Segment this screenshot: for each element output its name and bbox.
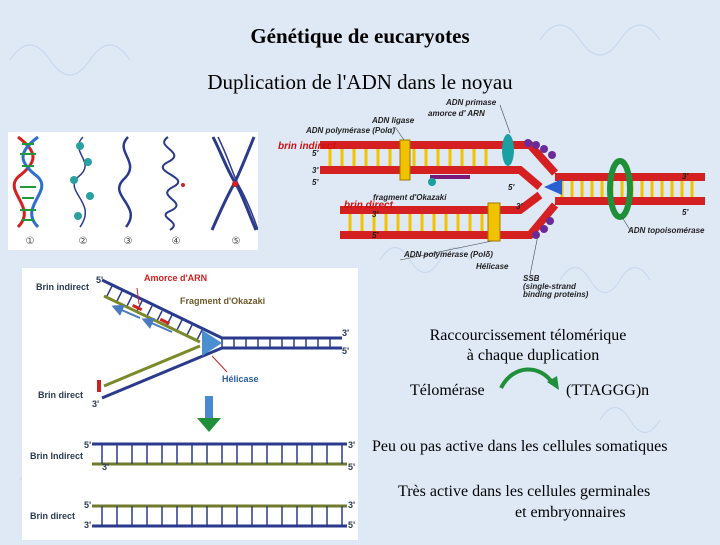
daughter-duplex-direct xyxy=(92,504,347,528)
label-3prime: 3' xyxy=(372,210,379,219)
page-subtitle: Duplication de l'ADN dans le noyau xyxy=(207,70,513,94)
helicase-dot xyxy=(428,178,436,186)
adn-ligase xyxy=(502,134,514,166)
lower-daughter-duplex xyxy=(340,191,559,239)
label-3prime: 3' xyxy=(92,399,100,409)
stage-label: ④ xyxy=(172,236,181,247)
label-brin-indirect-2: Brin Indirect xyxy=(30,451,84,461)
germinal-activity-line2: et embryonnaires xyxy=(515,504,626,521)
somatic-activity: Peu ou pas active dans les cellules soma… xyxy=(372,438,668,455)
label-5prime: 5' xyxy=(348,520,356,530)
label-amorce-arn: amorce d' ARN xyxy=(428,109,485,118)
label-3prime: 3' xyxy=(682,172,689,181)
telomere-repeat: (TTAGGG)n xyxy=(566,382,650,399)
replication-fork-diagram xyxy=(320,104,705,276)
label-adn-primase: ADN primase xyxy=(446,98,497,107)
upper-daughter-duplex xyxy=(320,141,558,191)
label-ssb-desc: binding proteins) xyxy=(523,290,589,299)
label-5prime: 5' xyxy=(96,275,104,285)
label-5prime: 5' xyxy=(508,183,515,192)
label-brin-indirect: Brin indirect xyxy=(36,282,90,292)
okazaki-panel xyxy=(22,268,358,540)
stage-label: ⑤ xyxy=(232,236,241,247)
nucleosomes xyxy=(70,136,94,228)
daughter-duplex-indirect xyxy=(92,442,347,466)
label-adn-ligase: ADN ligase xyxy=(372,116,415,125)
germinal-activity-line1: Très active dans les cellules germinales xyxy=(398,483,651,500)
label-3prime: 3' xyxy=(516,202,523,211)
polymerase-delta xyxy=(487,202,501,242)
topoisomerase xyxy=(607,158,633,220)
centromere-dot xyxy=(181,183,185,187)
label-3prime: 3' xyxy=(348,440,356,450)
chromatin-illustration: ① ② ③ ④ ⑤ xyxy=(12,135,259,247)
stage-label: ③ xyxy=(124,236,133,247)
chromatin-panel: ① ② ③ ④ ⑤ xyxy=(8,132,259,250)
label-brin-direct: brin direct xyxy=(344,200,393,211)
label-3prime: 3' xyxy=(84,520,92,530)
label-5prime: 5' xyxy=(84,440,92,450)
stage-label: ② xyxy=(79,236,88,247)
telomerase-arrow xyxy=(499,367,559,390)
label-5prime: 5' xyxy=(312,149,319,158)
label-polymerase-delta: ADN polymérase (Polδ) xyxy=(404,250,493,259)
stage-label: ① xyxy=(26,236,35,247)
helicase xyxy=(544,179,562,195)
label-helicase: Hélicase xyxy=(476,262,509,271)
okazaki-illustration xyxy=(92,278,347,528)
chromatin-loops xyxy=(161,136,180,231)
label-5prime: 5' xyxy=(682,208,689,217)
label-brin-direct-2: Brin direct xyxy=(30,511,76,521)
ssb-proteins xyxy=(524,139,556,239)
label-fragment-okazaki: fragment d'Okazaki xyxy=(373,193,447,202)
label-brin-direct: Brin direct xyxy=(38,390,84,400)
label-ssb-desc: (single-strand xyxy=(523,282,576,291)
chromatin-fiber xyxy=(117,136,133,228)
telomere-shortening-line2: à chaque duplication xyxy=(466,347,600,364)
label-topoisomerase: ADN topoisomérase xyxy=(628,226,705,235)
polymerase-alpha xyxy=(399,139,411,181)
label-3prime: 3' xyxy=(312,166,319,175)
label-brin-indirect: brin indirect xyxy=(278,141,336,152)
telomere-shortening-line1: Raccourcissement télomérique xyxy=(429,327,627,344)
page-title: Génétique de eucaryotes xyxy=(250,24,470,48)
label-ssb: SSB xyxy=(523,274,540,283)
label-3prime: 3' xyxy=(348,500,356,510)
label-fragment-okazaki: Fragment d'Okazaki xyxy=(180,296,266,306)
telomerase-label: Télomérase xyxy=(410,382,485,399)
label-helicase: Hélicase xyxy=(222,374,259,384)
double-helix xyxy=(12,135,44,229)
label-polymerase-alpha: ADN polymérase (Polα) xyxy=(306,126,395,135)
label-5prime: 5' xyxy=(84,500,92,510)
label-3prime: 3' xyxy=(102,462,110,472)
label-5prime: 5' xyxy=(348,462,356,472)
label-3prime: 3' xyxy=(342,328,350,338)
label-5prime: 5' xyxy=(372,231,379,240)
okazaki-fragment xyxy=(430,175,470,179)
label-amorce-arn: Amorce d'ARN xyxy=(144,273,208,283)
label-5prime: 5' xyxy=(312,178,319,187)
label-5prime: 5' xyxy=(342,346,350,356)
